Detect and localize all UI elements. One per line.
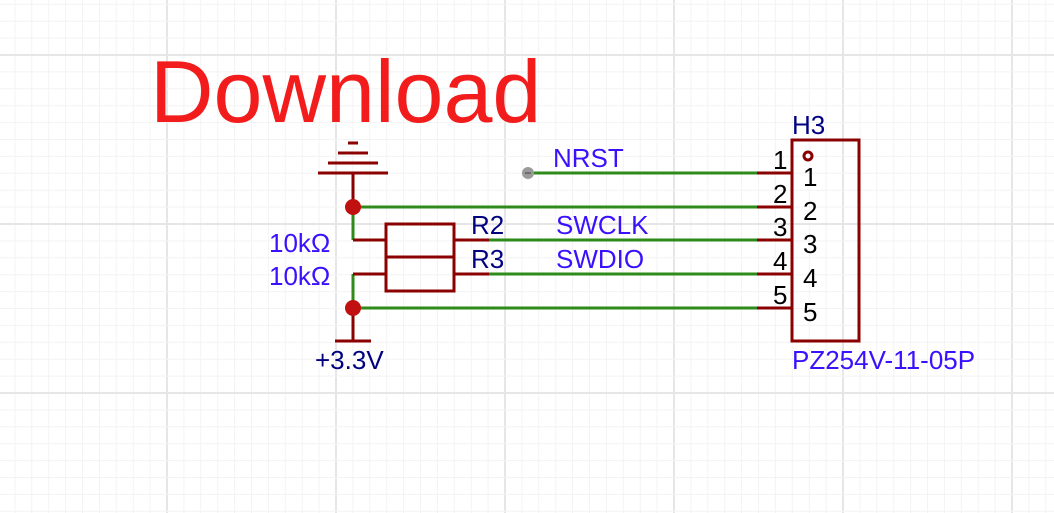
junction-vcc xyxy=(345,300,361,316)
pin-number-4: 4 xyxy=(773,246,788,276)
power-label: +3.3V xyxy=(315,345,384,375)
resistor-r3[interactable] xyxy=(353,255,489,293)
pin-name-4: 4 xyxy=(803,263,818,293)
resistor-r3-ref: R3 xyxy=(471,244,505,274)
download-title: Download xyxy=(150,42,542,141)
connector-part-number: PZ254V-11-05P xyxy=(792,345,976,375)
pin-number-1: 1 xyxy=(773,145,788,175)
ground-icon[interactable] xyxy=(318,141,388,207)
connector-ref: H3 xyxy=(792,110,826,140)
resistor-r3-value: 10kΩ xyxy=(269,261,331,291)
resistor-r2-value: 10kΩ xyxy=(269,228,331,258)
pin-number-2: 2 xyxy=(773,179,788,209)
pin-number-5: 5 xyxy=(773,280,788,310)
net-label-nrst[interactable]: NRST xyxy=(553,143,624,173)
resistor-r2-ref: R2 xyxy=(471,210,505,240)
pin-name-2: 2 xyxy=(803,196,818,226)
net-label-swclk[interactable]: SWCLK xyxy=(556,210,649,240)
net-label-swdio[interactable]: SWDIO xyxy=(556,244,645,274)
pin-number-3: 3 xyxy=(773,212,788,242)
net-endpoint-nrst[interactable] xyxy=(522,167,534,179)
pin-name-3: 3 xyxy=(803,229,818,259)
pin-name-1: 1 xyxy=(803,162,818,192)
pin-name-5: 5 xyxy=(803,297,818,327)
junction-gnd xyxy=(345,199,361,215)
